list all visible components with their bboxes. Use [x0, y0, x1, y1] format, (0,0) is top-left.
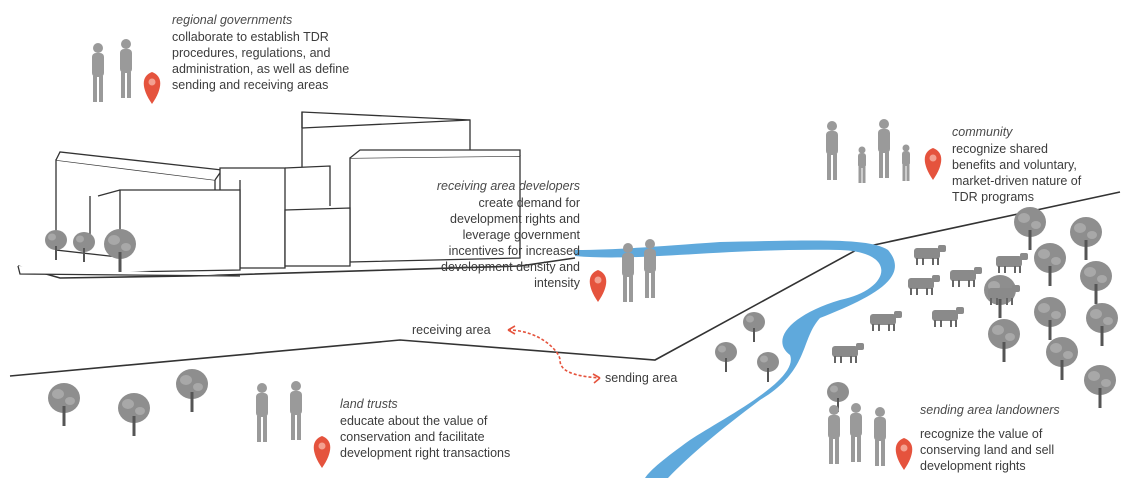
cow-icon — [870, 311, 902, 331]
tree-icon — [757, 352, 779, 382]
receiving-area-label: receiving area — [412, 323, 491, 337]
community-description: recognize shared benefits and voluntary,… — [952, 142, 1082, 204]
location-pin-icon — [924, 148, 942, 180]
location-pin-icon — [589, 270, 607, 302]
regional-governments-role: regional governments — [172, 13, 293, 27]
land-trusts-description: educate about the value of conservation … — [340, 414, 511, 460]
sending-area-label: sending area — [605, 371, 678, 385]
cow-icon — [932, 307, 964, 327]
regional-governments-people-icon — [92, 39, 132, 102]
tree-icon — [45, 230, 67, 260]
location-pin-icon — [143, 72, 161, 104]
cow-icon — [914, 245, 946, 265]
tree-icon — [1046, 337, 1078, 380]
regional-governments-block: regional governments collaborate to esta… — [172, 12, 372, 93]
tree-icon — [1080, 261, 1112, 304]
tree-icon — [176, 369, 208, 412]
community-people-icon — [826, 119, 910, 183]
cow-icon — [832, 343, 864, 363]
exchange-arrow — [507, 325, 601, 384]
city-buildings — [17, 111, 521, 277]
sending-landowners-block: sending area landowners recognize the va… — [920, 402, 1110, 474]
tree-icon — [1034, 243, 1066, 286]
location-pin-icon — [313, 436, 331, 468]
receiving-developers-block: receiving area developers create demand … — [400, 178, 580, 291]
tree-icon — [715, 342, 737, 372]
tree-icon — [1014, 207, 1046, 250]
tree-icon — [1086, 303, 1118, 346]
cow-icon — [950, 267, 982, 287]
tree-icon — [48, 383, 80, 426]
tree-icon — [118, 393, 150, 436]
land-trusts-block: land trusts educate about the value of c… — [340, 396, 550, 461]
location-pin-icon — [895, 438, 913, 470]
land-trusts-role: land trusts — [340, 397, 398, 411]
land-trusts-people-icon — [256, 381, 302, 442]
regional-governments-description: collaborate to establish TDR procedures,… — [172, 30, 350, 92]
receiving-developers-description: create demand for development rights and… — [441, 196, 580, 290]
sending-landowners-role: sending area landowners — [920, 403, 1060, 417]
receiving-developers-role: receiving area developers — [436, 179, 580, 193]
left-trees — [48, 369, 208, 436]
landowners-people-icon — [828, 403, 886, 466]
receiving-area-boundary — [9, 191, 1121, 377]
tree-icon — [1034, 297, 1066, 340]
community-block: community recognize shared benefits and … — [952, 124, 1117, 205]
cow-icon — [908, 275, 940, 295]
sending-landowners-description: recognize the value of conserving land a… — [920, 427, 1055, 473]
cow-icon — [996, 253, 1028, 273]
community-role: community — [952, 125, 1013, 139]
tree-icon — [743, 312, 765, 342]
countryside-trees — [715, 207, 1118, 412]
tree-icon — [73, 232, 95, 262]
tree-icon — [988, 319, 1020, 362]
tree-icon — [1070, 217, 1102, 260]
river — [575, 240, 895, 478]
